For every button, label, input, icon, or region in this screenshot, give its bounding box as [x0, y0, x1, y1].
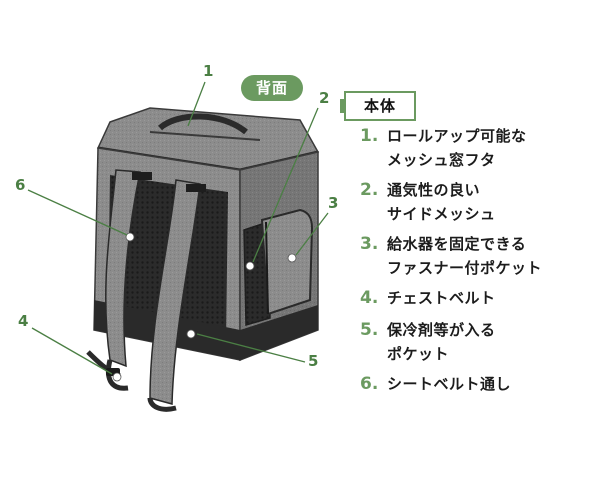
feature-text: チェストベルト	[387, 289, 496, 307]
feature-text: ロールアップ可能な	[387, 127, 527, 145]
callout-1: 1	[203, 62, 214, 80]
callout-3: 3	[328, 194, 339, 212]
callout-4: 4	[18, 312, 29, 330]
feature-number: 1.	[360, 126, 379, 146]
callout-5: 5	[308, 352, 319, 370]
feature-text: メッシュ窓フタ	[387, 151, 496, 169]
feature-text: サイドメッシュ	[387, 205, 496, 223]
feature-number: 4.	[360, 288, 379, 308]
feature-text: ポケット	[387, 345, 450, 363]
feature-number: 3.	[360, 234, 379, 254]
feature-number: 6.	[360, 374, 379, 394]
feature-text: 保冷剤等が入る	[387, 321, 496, 339]
feature-text: ファスナー付ポケット	[387, 259, 543, 277]
callout-6: 6	[15, 176, 26, 194]
feature-text: 給水器を固定できる	[387, 235, 527, 253]
feature-text: シートベルト通し	[387, 375, 512, 393]
feature-number: 2.	[360, 180, 379, 200]
feature-number: 5.	[360, 320, 379, 340]
feature-text: 通気性の良い	[387, 181, 481, 199]
back-view-label: 背面	[241, 75, 303, 101]
callout-2: 2	[319, 89, 330, 107]
section-heading: 本体	[340, 91, 416, 121]
